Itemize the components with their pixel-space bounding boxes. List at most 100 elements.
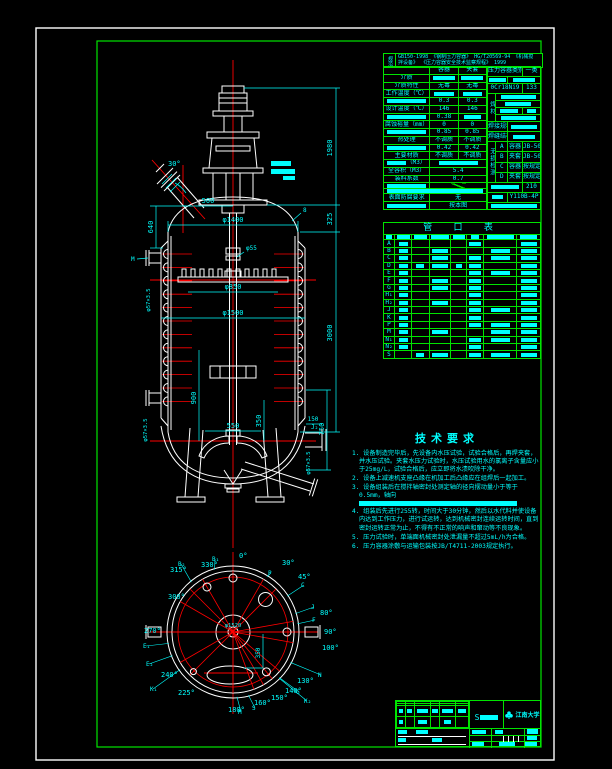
table-cell: Y110B-4P: [507, 191, 541, 203]
table-cell: [411, 233, 430, 241]
table-cell: 无: [429, 193, 487, 203]
table-cell: [466, 233, 485, 241]
table-cell: [457, 73, 488, 83]
plan-nozzle-letter: K₂: [304, 698, 311, 705]
table-cell: [428, 276, 452, 285]
table-cell: [411, 268, 430, 278]
table-cell: [516, 291, 541, 300]
table-cell: 0.85: [457, 128, 488, 137]
table-cell: [393, 320, 413, 330]
table-cell: [450, 283, 468, 293]
spec-right-table: 压力容器类别一类0Cr18Ni9133焊材焊接规程焊缝结构无损检测A容器JB-5…: [486, 66, 542, 211]
technical-requirements: 技术要求 1. 设备制造完毕后，先设备内水压试验，试验合格后，再焊夹套，并水压试…: [352, 430, 542, 552]
spec-table-right: 压力容器类别一类0Cr18Ni9133焊材焊接规程焊缝结构无损检测A容器JB-5…: [486, 66, 542, 211]
table-cell: [393, 239, 413, 248]
table-cell: 主要材质: [382, 151, 431, 160]
table-cell: 夹套: [457, 66, 488, 75]
title-block: S 江南大学: [395, 700, 541, 748]
plan-nozzle-letter: P: [268, 570, 272, 577]
table-cell: 不调质: [429, 135, 459, 145]
signature-area: [396, 729, 469, 747]
table-cell: D: [383, 261, 395, 270]
table-cell: F: [383, 276, 395, 285]
table-cell: 无损检测: [486, 141, 497, 184]
table-cell: 5.4: [429, 166, 487, 176]
table-cell: [428, 291, 452, 300]
table-cell: [450, 298, 468, 307]
table-cell: 容器: [507, 161, 523, 173]
table-cell: [396, 716, 406, 728]
plan-angle-label: 300°: [168, 593, 185, 601]
table-cell: [428, 233, 452, 241]
technical-requirements-title: 技术要求: [415, 432, 479, 445]
table-cell: [450, 239, 468, 248]
table-cell: [516, 335, 541, 345]
table-cell: [495, 107, 523, 116]
table-cell: [393, 328, 413, 337]
dim-shell-height: 3000: [326, 325, 334, 342]
table-cell: 焊材: [486, 92, 497, 123]
table-cell: [428, 313, 452, 322]
table-cell: [428, 239, 452, 248]
table-cell: B: [383, 246, 395, 256]
title-block-grid: [396, 700, 469, 728]
plan-angle-label: 225°: [178, 689, 195, 697]
table-cell: [483, 342, 518, 352]
tech-req-item: 3. 设备组装后在搅拌轴密封处测定轴的径向摆动量小于等于0.5mm，轴向: [352, 484, 518, 500]
table-cell: P: [383, 320, 395, 330]
table-cell: [483, 350, 518, 359]
table-cell: [411, 350, 430, 359]
table-cell: [411, 291, 430, 300]
table-cell: 介质: [382, 73, 431, 83]
table-cell: [466, 328, 485, 337]
table-cell: 按本图: [429, 201, 487, 210]
table-cell: [450, 291, 468, 300]
table-cell: [466, 350, 485, 359]
table-cell: 设计温度（℃）: [382, 104, 431, 114]
table-cell: [411, 254, 430, 263]
dim-shell-diameter: φ1400: [222, 216, 243, 224]
table-cell: [411, 320, 430, 330]
plan-angle-label: 30°: [282, 559, 295, 567]
table-cell: [382, 66, 431, 75]
table-cell: [428, 350, 452, 359]
table-cell: [450, 305, 468, 315]
table-cell: 146: [429, 104, 459, 114]
table-cell: 0.42: [429, 143, 459, 153]
table-cell: [483, 328, 518, 337]
table-cell: [516, 313, 541, 322]
table-cell: 0.85: [429, 128, 459, 137]
table-cell: [516, 239, 541, 248]
table-cell: JB-50%: [521, 141, 542, 153]
table-cell: N₂: [383, 342, 395, 352]
plan-nozzle-circles: [189, 573, 292, 677]
table-cell: [393, 335, 413, 345]
bottom-outlet: [223, 461, 319, 497]
table-cell: 0: [429, 120, 459, 129]
title-block-lower-right: [469, 728, 541, 748]
table-cell: [382, 143, 431, 153]
table-cell: [411, 313, 430, 322]
table-cell: 装料系数: [382, 174, 431, 184]
drawing-number: S: [470, 707, 503, 727]
table-cell: [404, 716, 416, 728]
table-cell: [466, 276, 485, 285]
table-cell: J: [383, 305, 395, 315]
standards-line-1: GB150-1998 《钢制压力容器》 HG/T20569-94 《机械搅: [398, 54, 534, 60]
plan-nozzle-letter: S: [252, 705, 256, 712]
sheet-border: [35, 27, 555, 761]
table-cell: H₂: [383, 298, 395, 307]
support-legs: [176, 427, 285, 503]
table-cell: [411, 283, 430, 293]
drawing-number-redacted: [480, 714, 499, 720]
plan-angle-label: 180°: [228, 706, 245, 714]
half-pipe-coil-centerlines: [162, 253, 304, 402]
plan-nozzle-letter: B₂: [178, 561, 185, 568]
table-cell: [428, 298, 452, 307]
table-cell: C: [495, 161, 509, 173]
table-cell: [516, 342, 541, 352]
table-cell: [466, 239, 485, 248]
table-cell: [507, 121, 541, 133]
dim-head-height: 325: [326, 213, 334, 226]
